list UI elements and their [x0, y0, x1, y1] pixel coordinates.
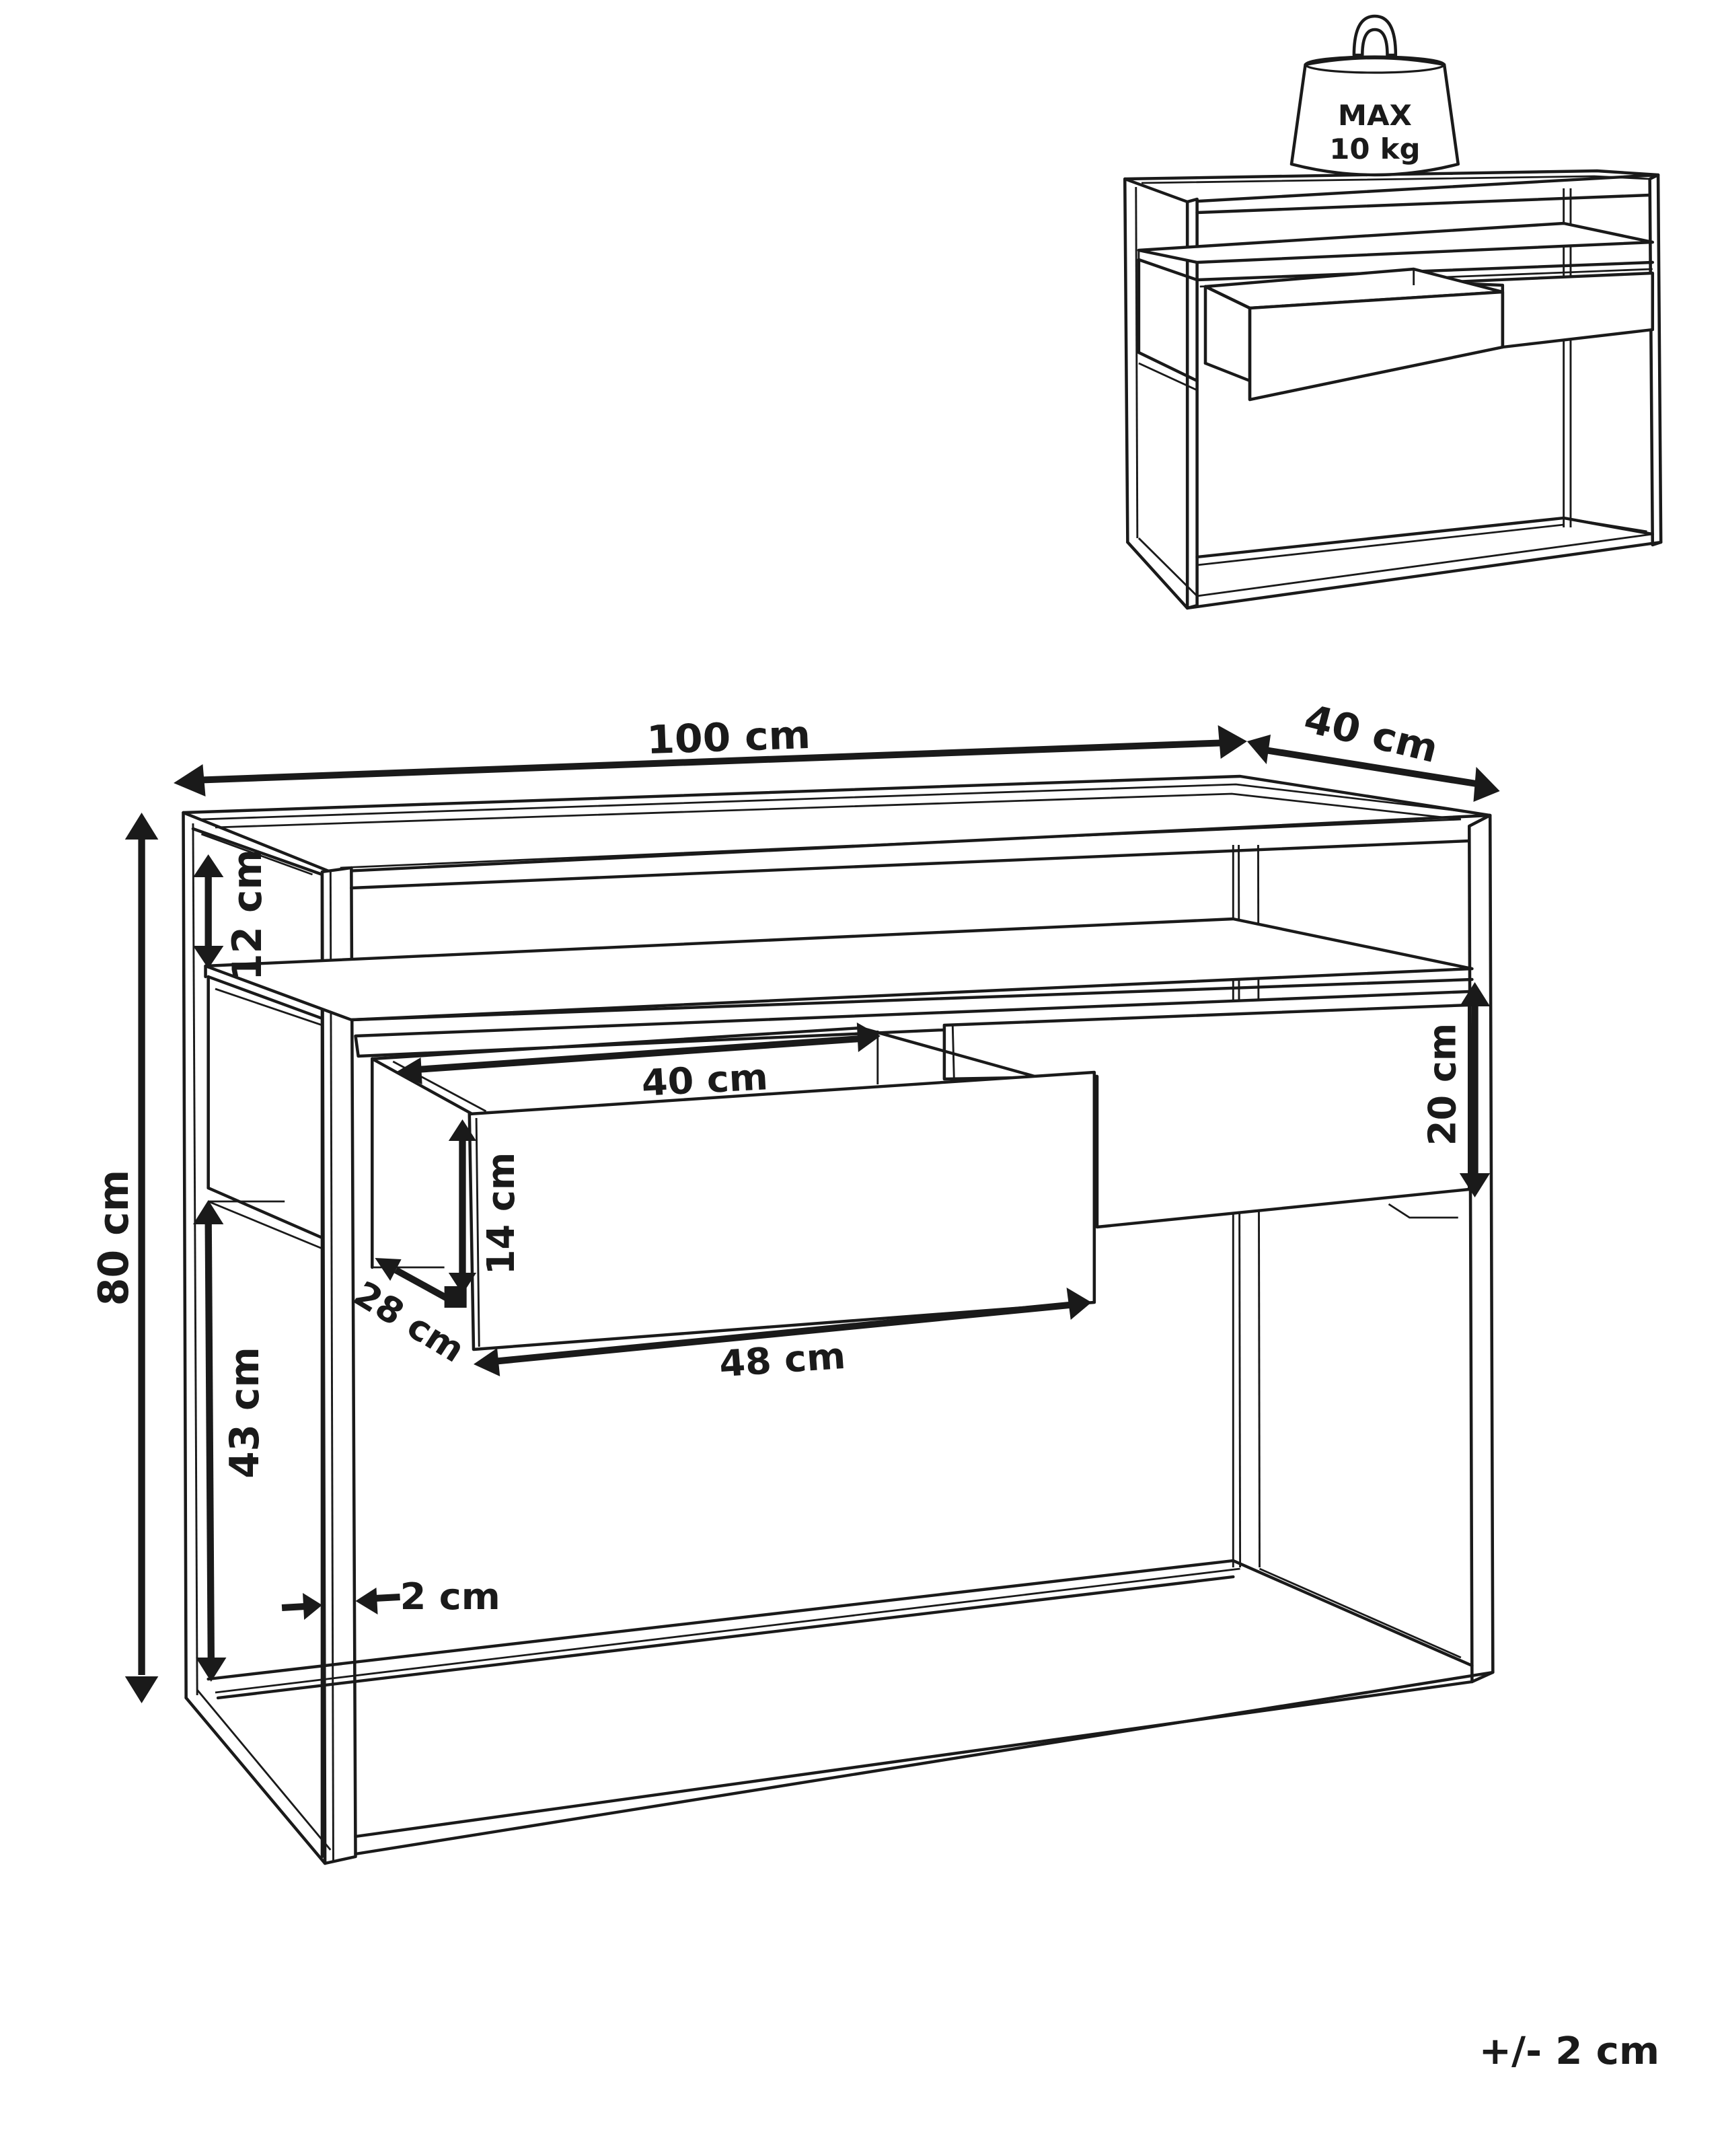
weight-icon: MAX 10 kg [1289, 14, 1460, 177]
drawer-inner-width-label: 40 cm [640, 1055, 769, 1104]
drawer-height-label: 14 cm [479, 1152, 523, 1275]
frame-thickness-label: 2 cm [400, 1575, 500, 1618]
weight-limit-label: MAX [1338, 100, 1412, 133]
dimension-drawer-unit-height: 20 cm [1421, 982, 1491, 1197]
tolerance-note: +/- 2 cm [1479, 2030, 1660, 2073]
dimension-drawer-inner-width: 40 cm [396, 1023, 881, 1105]
weight-limit-value: 10 kg [1329, 133, 1420, 166]
drawer-unit-height-label: 20 cm [1421, 1023, 1464, 1146]
dimension-width: 100 cm [174, 712, 1247, 796]
shelf-gap-label: 12 cm [223, 849, 270, 981]
dimension-drawer-height: 14 cm [448, 1119, 523, 1294]
dimension-shelf-gap: 12 cm [192, 849, 270, 981]
width-label: 100 cm [646, 712, 811, 763]
dimension-frame-thickness: 2 cm [281, 1575, 500, 1620]
dimension-lower-clearance: 43 cm [192, 1200, 268, 1682]
dimension-height: 80 cm [89, 813, 159, 1703]
dimension-drawer-front-width: 48 cm [474, 1288, 1092, 1385]
thumbnail-view [1123, 169, 1663, 610]
drawer-front-width-label: 48 cm [718, 1335, 847, 1386]
lower-clearance-label: 43 cm [221, 1347, 268, 1479]
height-label: 80 cm [89, 1170, 138, 1306]
